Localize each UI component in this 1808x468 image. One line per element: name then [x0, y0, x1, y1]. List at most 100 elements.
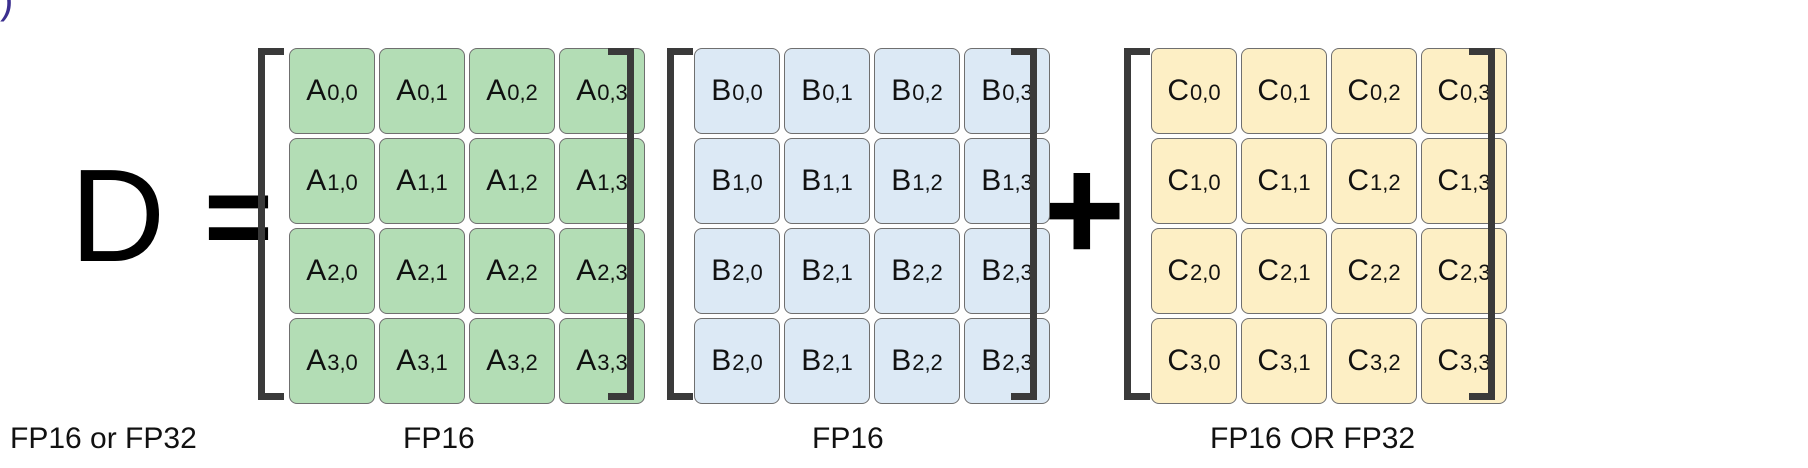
cell-base-letter: A — [576, 74, 597, 107]
cell-base-letter: B — [711, 344, 732, 377]
cell-base-letter: C — [1437, 164, 1460, 197]
cell-base-letter: B — [711, 254, 732, 287]
cell-index-subscript: 2,0 — [732, 350, 763, 375]
cell-index-subscript: 1,2 — [912, 170, 943, 195]
matrix-a-right-bracket — [608, 48, 634, 400]
cell-index-subscript: 3,3 — [597, 350, 628, 375]
cell-index-subscript: 2,0 — [1190, 260, 1221, 285]
cell-index-subscript: 2,2 — [1370, 260, 1401, 285]
cell-base-letter: C — [1167, 74, 1190, 107]
cell-index-subscript: 2,2 — [507, 260, 538, 285]
cell-base-letter: B — [981, 254, 1002, 287]
plus-sign: + — [1038, 125, 1126, 293]
cell-base-letter: C — [1167, 164, 1190, 197]
cell-index-subscript: 1,2 — [1370, 170, 1401, 195]
cell-base-letter: B — [891, 344, 912, 377]
matrix-c-right-bracket — [1469, 48, 1495, 400]
cell-base-letter: C — [1347, 164, 1370, 197]
cell-base-letter: A — [306, 74, 327, 107]
cell-base-letter: B — [801, 74, 822, 107]
cell-index-subscript: 3,2 — [1370, 350, 1401, 375]
cell-index-subscript: 0,2 — [507, 80, 538, 105]
cell-base-letter: A — [486, 344, 507, 377]
cell-base-letter: A — [486, 74, 507, 107]
matrix-a-left-bracket — [258, 48, 284, 400]
cell-index-subscript: 0,1 — [822, 80, 853, 105]
cell-base-letter: C — [1257, 74, 1280, 107]
cell-index-subscript: 0,2 — [1370, 80, 1401, 105]
cell-index-subscript: 1,2 — [507, 170, 538, 195]
cell-index-subscript: 3,1 — [1280, 350, 1311, 375]
cell-base-letter: B — [981, 344, 1002, 377]
cell-base-letter: A — [576, 344, 597, 377]
cell-index-subscript: 2,2 — [912, 260, 943, 285]
cell-index-subscript: 0,0 — [327, 80, 358, 105]
cell-base-letter: B — [801, 164, 822, 197]
cell-base-letter: C — [1347, 74, 1370, 107]
matrix-c-left-bracket — [1124, 48, 1150, 400]
cell-index-subscript: 2,1 — [822, 350, 853, 375]
cell-index-subscript: 2,3 — [1002, 260, 1033, 285]
cell-index-subscript: 3,1 — [417, 350, 448, 375]
cell-index-subscript: 1,1 — [822, 170, 853, 195]
cell-index-subscript: 2,3 — [1460, 260, 1491, 285]
cell-index-subscript: 0,0 — [732, 80, 763, 105]
cell-base-letter: B — [891, 74, 912, 107]
cell-index-subscript: 0,3 — [1002, 80, 1033, 105]
result-symbol-d: D — [70, 142, 166, 289]
cell-index-subscript: 3,0 — [327, 350, 358, 375]
cell-index-subscript: 2,1 — [1280, 260, 1311, 285]
cell-base-letter: B — [801, 344, 822, 377]
cell-index-subscript: 0,3 — [1460, 80, 1491, 105]
cell-base-letter: A — [306, 164, 327, 197]
cell-index-subscript: 1,0 — [327, 170, 358, 195]
cell-index-subscript: 3,0 — [1190, 350, 1221, 375]
cell-base-letter: C — [1347, 344, 1370, 377]
cell-base-letter: A — [396, 344, 417, 377]
cell-base-letter: B — [711, 164, 732, 197]
cell-index-subscript: 0,0 — [1190, 80, 1221, 105]
cell-index-subscript: 0,2 — [912, 80, 943, 105]
cell-index-subscript: 3,3 — [1460, 350, 1491, 375]
cell-base-letter: C — [1257, 254, 1280, 287]
cell-index-subscript: 1,1 — [1280, 170, 1311, 195]
cell-base-letter: A — [396, 74, 417, 107]
cell-base-letter: A — [396, 254, 417, 287]
cell-index-subscript: 0,3 — [597, 80, 628, 105]
cell-index-subscript: 1,3 — [1002, 170, 1033, 195]
result-precision-caption: FP16 or FP32 — [10, 422, 197, 455]
cell-base-letter: B — [981, 164, 1002, 197]
cell-index-subscript: 2,0 — [327, 260, 358, 285]
cell-base-letter: A — [486, 164, 507, 197]
cell-index-subscript: 2,0 — [732, 260, 763, 285]
